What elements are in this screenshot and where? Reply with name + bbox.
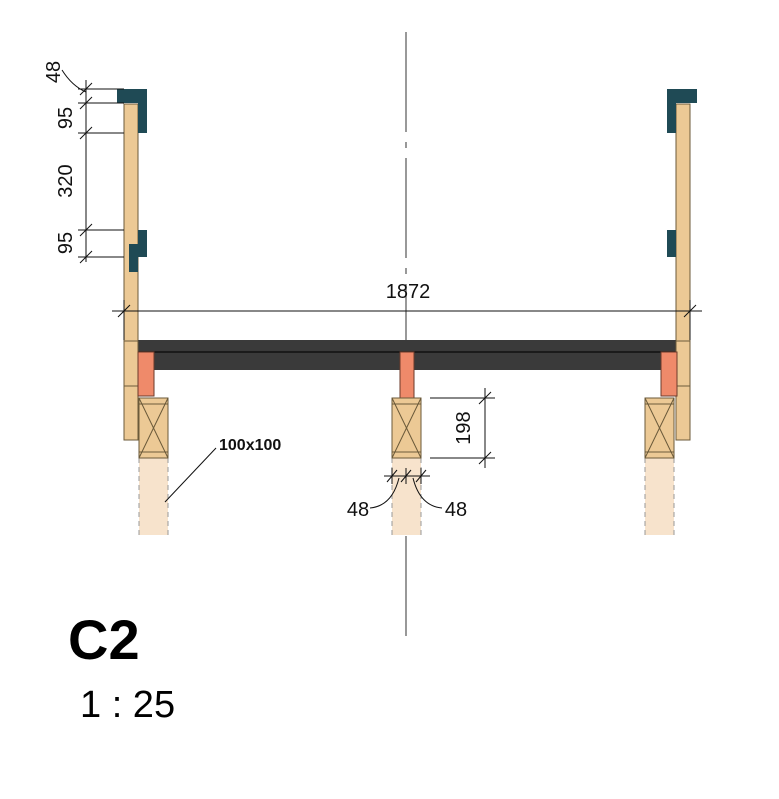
overall-width-dimension: [112, 300, 702, 340]
post-section-leader: [164, 447, 217, 503]
beam-depth-dimension: [430, 388, 495, 468]
dim-post-left-width: 48: [347, 499, 369, 521]
view-id: C2: [68, 608, 140, 671]
post-extensions: [138, 458, 675, 535]
label-post-section: 100x100: [219, 437, 281, 454]
dim-overall-width: 1872: [386, 281, 431, 303]
post-width-dimension: [369, 468, 443, 509]
dim-rail-top-thickness: 48: [43, 61, 65, 83]
post-left: [138, 397, 169, 459]
dim-beam-depth: 198: [453, 411, 475, 444]
vertical-dimension-chain: [61, 69, 124, 264]
left-upright: [117, 89, 147, 441]
view-scale: 1 : 25: [80, 684, 176, 726]
post-center: [391, 397, 422, 459]
dim-rail-lower-height: 95: [55, 232, 77, 254]
right-upright: [667, 89, 697, 441]
dim-rail-gap: 320: [55, 164, 77, 197]
dim-post-right-width: 48: [445, 499, 467, 521]
dim-rail-top-height: 95: [55, 107, 77, 129]
joists: [137, 351, 678, 399]
post-right: [644, 397, 675, 459]
